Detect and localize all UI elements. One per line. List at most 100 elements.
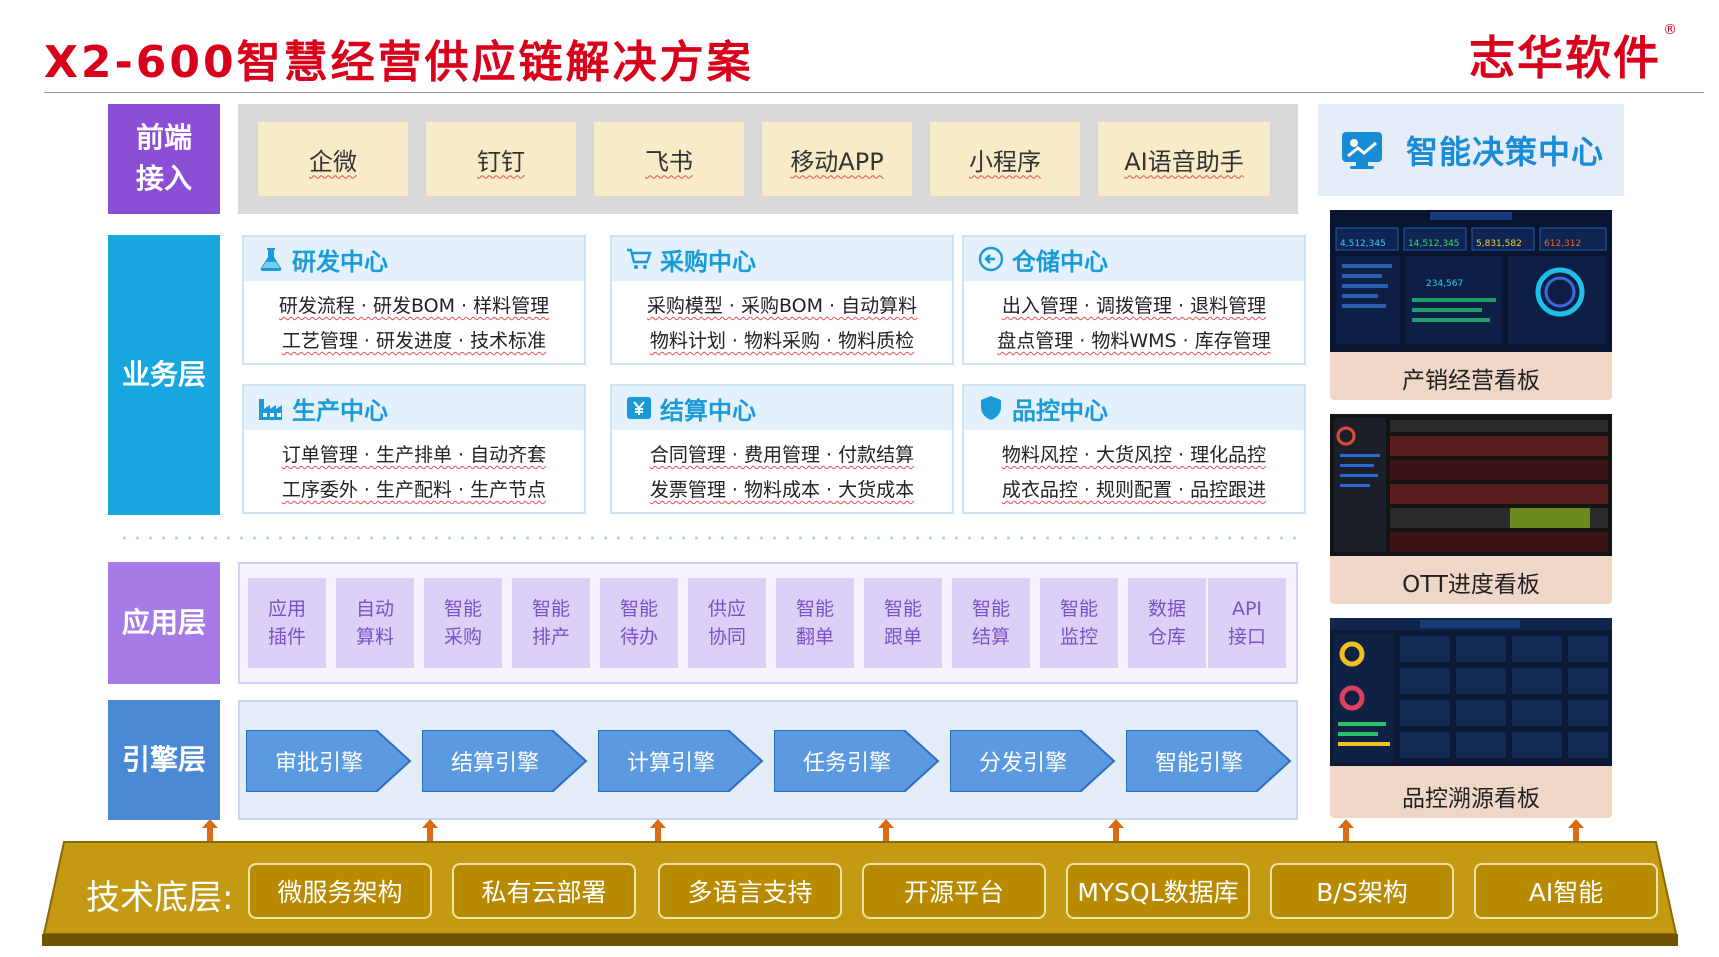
business-center-header: 结算中心 — [612, 386, 952, 430]
factory-icon — [256, 393, 286, 423]
business-layer-text: 业务层 — [121, 357, 206, 391]
dashboard-card-quality: 品控溯源看板 — [1330, 618, 1612, 818]
app-item: API 接口 — [1208, 578, 1286, 668]
dash-stat: 14,512,345 — [1408, 239, 1460, 249]
engine-label: 智能引擎 — [1154, 751, 1243, 776]
business-center-header: 仓储中心 — [964, 237, 1304, 281]
app-item-line1: 自动 — [355, 597, 394, 620]
business-center-features-2: 盘点管理 · 物料WMS · 库存管理 — [997, 330, 1271, 352]
business-center-features-1: 研发流程 · 研发BOM · 样料管理 — [278, 295, 550, 317]
app-item: 应用插件 — [248, 578, 326, 668]
front-item-mini-program: 小程序 — [930, 122, 1080, 196]
up-arrow-icon — [422, 819, 438, 841]
app-item: 智能待办 — [600, 578, 678, 668]
front-item-dingtalk: 钉钉 — [426, 122, 576, 196]
dashboard-label: 产销经营看板 — [1402, 368, 1540, 394]
tech-base-label: 技术底层: — [86, 878, 234, 918]
dash-stat: 612,312 — [1544, 239, 1581, 249]
decision-center-title: 智能决策中心 — [1406, 133, 1605, 171]
app-item-line2: 跟单 — [883, 626, 922, 648]
dash-stat: 234,567 — [1426, 279, 1463, 289]
engine-item: 结算引擎 — [422, 730, 588, 792]
app-item-line2: 协同 — [707, 626, 746, 648]
tech-item: 多语言支持 — [658, 863, 842, 919]
app-item-line2: 监控 — [1059, 626, 1098, 648]
business-center-features-1: 订单管理 · 生产排单 · 自动齐套 — [281, 444, 547, 466]
app-item-line1: 智能 — [619, 597, 658, 620]
return-icon — [976, 244, 1006, 274]
front-item-mobile-app: 移动APP — [762, 122, 912, 196]
business-center-production: 生产中心 订单管理 · 生产排单 · 自动齐套 工序委外 · 生产配料 · 生产… — [242, 384, 586, 514]
app-item: 智能排产 — [512, 578, 590, 668]
brand-logo: 志华软件® — [1469, 22, 1679, 88]
dashboard-screenshot: 4,512,345 14,512,345 5,831,582 612,312 2… — [1330, 210, 1612, 352]
tech-item: MYSQL数据库 — [1066, 863, 1250, 919]
engine-panel: 审批引擎 结算引擎 计算引擎 任务引擎 分发引擎 智能引擎 — [238, 700, 1298, 820]
engine-arrow-shape — [598, 730, 764, 792]
dashboard-label: 品控溯源看板 — [1402, 786, 1540, 812]
engine-arrow-shape — [246, 730, 412, 792]
business-center-title: 仓储中心 — [1012, 247, 1108, 276]
dashboard-screenshot — [1330, 414, 1612, 556]
registered-mark: ® — [1663, 22, 1679, 38]
app-item-line1: API — [1231, 597, 1263, 620]
app-item-line1: 智能 — [971, 597, 1010, 620]
business-center-warehouse: 仓储中心 出入管理 · 调拨管理 · 退料管理 盘点管理 · 物料WMS · 库… — [962, 235, 1306, 365]
business-center-features-1: 出入管理 · 调拨管理 · 退料管理 — [1001, 295, 1267, 317]
dash-stat: 4,512,345 — [1340, 239, 1386, 249]
business-center-features-2: 发票管理 · 物料成本 · 大货成本 — [649, 479, 915, 501]
dashboard-label: OTT进度看板 — [1402, 572, 1540, 598]
business-center-title: 结算中心 — [660, 396, 756, 425]
engine-item: 审批引擎 — [246, 730, 412, 792]
engine-label: 任务引擎 — [802, 751, 891, 776]
engine-label: 结算引擎 — [450, 751, 539, 776]
business-center-features-2: 物料计划 · 物料采购 · 物料质检 — [649, 330, 915, 352]
engine-item: 分发引擎 — [950, 730, 1116, 792]
dashboard-card-ott: OTT进度看板 — [1330, 414, 1612, 604]
engine-label: 审批引擎 — [274, 751, 363, 776]
business-center-features-1: 采购模型 · 采购BOM · 自动算料 — [646, 295, 918, 317]
app-item: 智能跟单 — [864, 578, 942, 668]
engine-label: 分发引擎 — [978, 751, 1067, 776]
up-arrow-icon — [202, 819, 218, 841]
application-layer-text: 应用层 — [121, 605, 206, 639]
business-center-title: 研发中心 — [292, 247, 388, 276]
app-item-line1: 应用 — [267, 597, 306, 620]
dashboard-screenshot — [1330, 618, 1612, 766]
business-center-features-2: 成衣品控 · 规则配置 · 品控跟进 — [1001, 479, 1267, 501]
app-item-line2: 排产 — [531, 626, 570, 648]
engine-layer-text: 引擎层 — [121, 742, 206, 776]
app-item-line1: 供应 — [707, 597, 746, 620]
tech-item: AI智能 — [1474, 863, 1658, 919]
engine-arrow-shape — [1126, 730, 1292, 792]
app-item-line1: 智能 — [443, 597, 482, 620]
application-layer-label: 应用层 — [108, 562, 220, 684]
business-center-features-2: 工序委外 · 生产配料 · 生产节点 — [281, 479, 547, 501]
app-item-line2: 算料 — [355, 626, 394, 648]
app-item-line1: 智能 — [883, 597, 922, 620]
dashboard-icon — [1342, 132, 1382, 169]
page-title: X2-600智慧经营供应链解决方案 — [44, 37, 754, 88]
business-center-settlement: 结算中心 合同管理 · 费用管理 · 付款结算 发票管理 · 物料成本 · 大货… — [610, 384, 954, 514]
app-item-line2: 采购 — [443, 626, 482, 648]
app-item-line1: 智能 — [1059, 597, 1098, 620]
engine-arrow-shape — [422, 730, 588, 792]
tech-item: 开源平台 — [862, 863, 1046, 919]
app-item: 智能翻单 — [776, 578, 854, 668]
engine-label: 计算引擎 — [626, 751, 715, 776]
front-item-feishu: 飞书 — [594, 122, 744, 196]
app-item-line1: 数据 — [1147, 597, 1186, 620]
app-item: 数据仓库 — [1128, 578, 1206, 668]
brand-name: 志华软件 — [1469, 31, 1661, 85]
business-center-header: 生产中心 — [244, 386, 584, 430]
app-item-line2: 接口 — [1227, 626, 1266, 648]
up-arrow-icon — [1338, 819, 1354, 841]
up-arrow-icon — [650, 819, 666, 841]
business-center-rnd: 研发中心 研发流程 · 研发BOM · 样料管理 工艺管理 · 研发进度 · 技… — [242, 235, 586, 365]
app-item-line2: 仓库 — [1147, 626, 1186, 648]
business-center-features-1: 合同管理 · 费用管理 · 付款结算 — [649, 444, 915, 466]
up-arrow-icon — [878, 819, 894, 841]
engine-item: 智能引擎 — [1126, 730, 1292, 792]
front-access-layer-text: 前端 接入 — [135, 121, 192, 195]
up-arrow-icon — [1108, 819, 1124, 841]
